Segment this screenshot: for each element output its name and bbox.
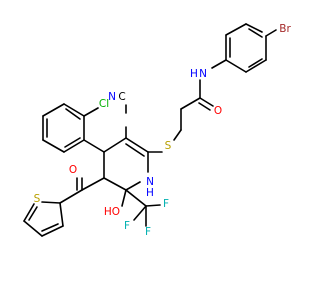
bond <box>198 102 211 111</box>
bond <box>173 129 182 141</box>
bond <box>265 29 277 37</box>
bond <box>23 203 35 222</box>
fluorine-label-2: F <box>145 226 151 238</box>
bond <box>42 103 65 117</box>
chlorine-label: Cl <box>99 98 109 110</box>
bond <box>125 189 147 207</box>
bond <box>63 139 85 153</box>
bond <box>63 103 85 117</box>
bond <box>42 139 65 153</box>
amide-hydrogen-label: H <box>190 68 198 80</box>
nitrile-carbon-label: C <box>118 91 125 103</box>
fluorine-label-1: F <box>163 198 169 210</box>
molecule-diagram: Br N H O S N C Cl N H O S HO F F F <box>23 23 292 238</box>
bond <box>41 201 61 204</box>
structure-canvas: Br N H O S N C Cl N H O S HO F F F <box>23 23 292 238</box>
bond <box>59 189 83 204</box>
bond <box>64 137 81 148</box>
bond <box>81 177 105 191</box>
bond <box>121 189 127 207</box>
bond <box>145 204 161 207</box>
nitrile-nitrogen-label: N <box>108 91 116 103</box>
bond <box>133 205 147 221</box>
ring-hydrogen-label: H <box>146 187 154 199</box>
bromine-label: Br <box>279 23 291 35</box>
bond <box>103 177 127 191</box>
bond <box>248 28 263 38</box>
bond <box>103 137 127 153</box>
ring-nitrogen-label: N <box>146 176 154 188</box>
bond <box>125 143 145 157</box>
bond <box>83 107 99 117</box>
bond <box>180 97 201 110</box>
bonds <box>23 23 277 237</box>
bond <box>225 59 247 73</box>
bond <box>83 139 105 153</box>
thiophene-sulfur-label: S <box>34 193 41 205</box>
bond <box>125 181 141 191</box>
bond <box>245 59 267 73</box>
fluorine-label-3: F <box>124 220 130 232</box>
bond <box>225 23 247 36</box>
bond <box>65 108 81 120</box>
bond <box>248 58 263 68</box>
amide-nitrogen-label: N <box>199 68 207 80</box>
bond <box>199 97 214 107</box>
bond <box>41 225 64 237</box>
amide-oxygen-label: O <box>214 105 222 117</box>
bond <box>41 223 59 232</box>
atom-labels: Br N H O S N C Cl N H O S HO F F F <box>34 23 292 238</box>
hydroxyl-label: HO <box>104 206 120 218</box>
thioether-sulfur-label: S <box>165 140 172 152</box>
bond <box>211 59 227 69</box>
bond <box>245 23 263 33</box>
bond <box>125 137 149 153</box>
ketone-oxygen-label: O <box>69 164 77 176</box>
bond <box>28 206 38 221</box>
bond <box>23 220 43 237</box>
bond <box>59 202 64 227</box>
